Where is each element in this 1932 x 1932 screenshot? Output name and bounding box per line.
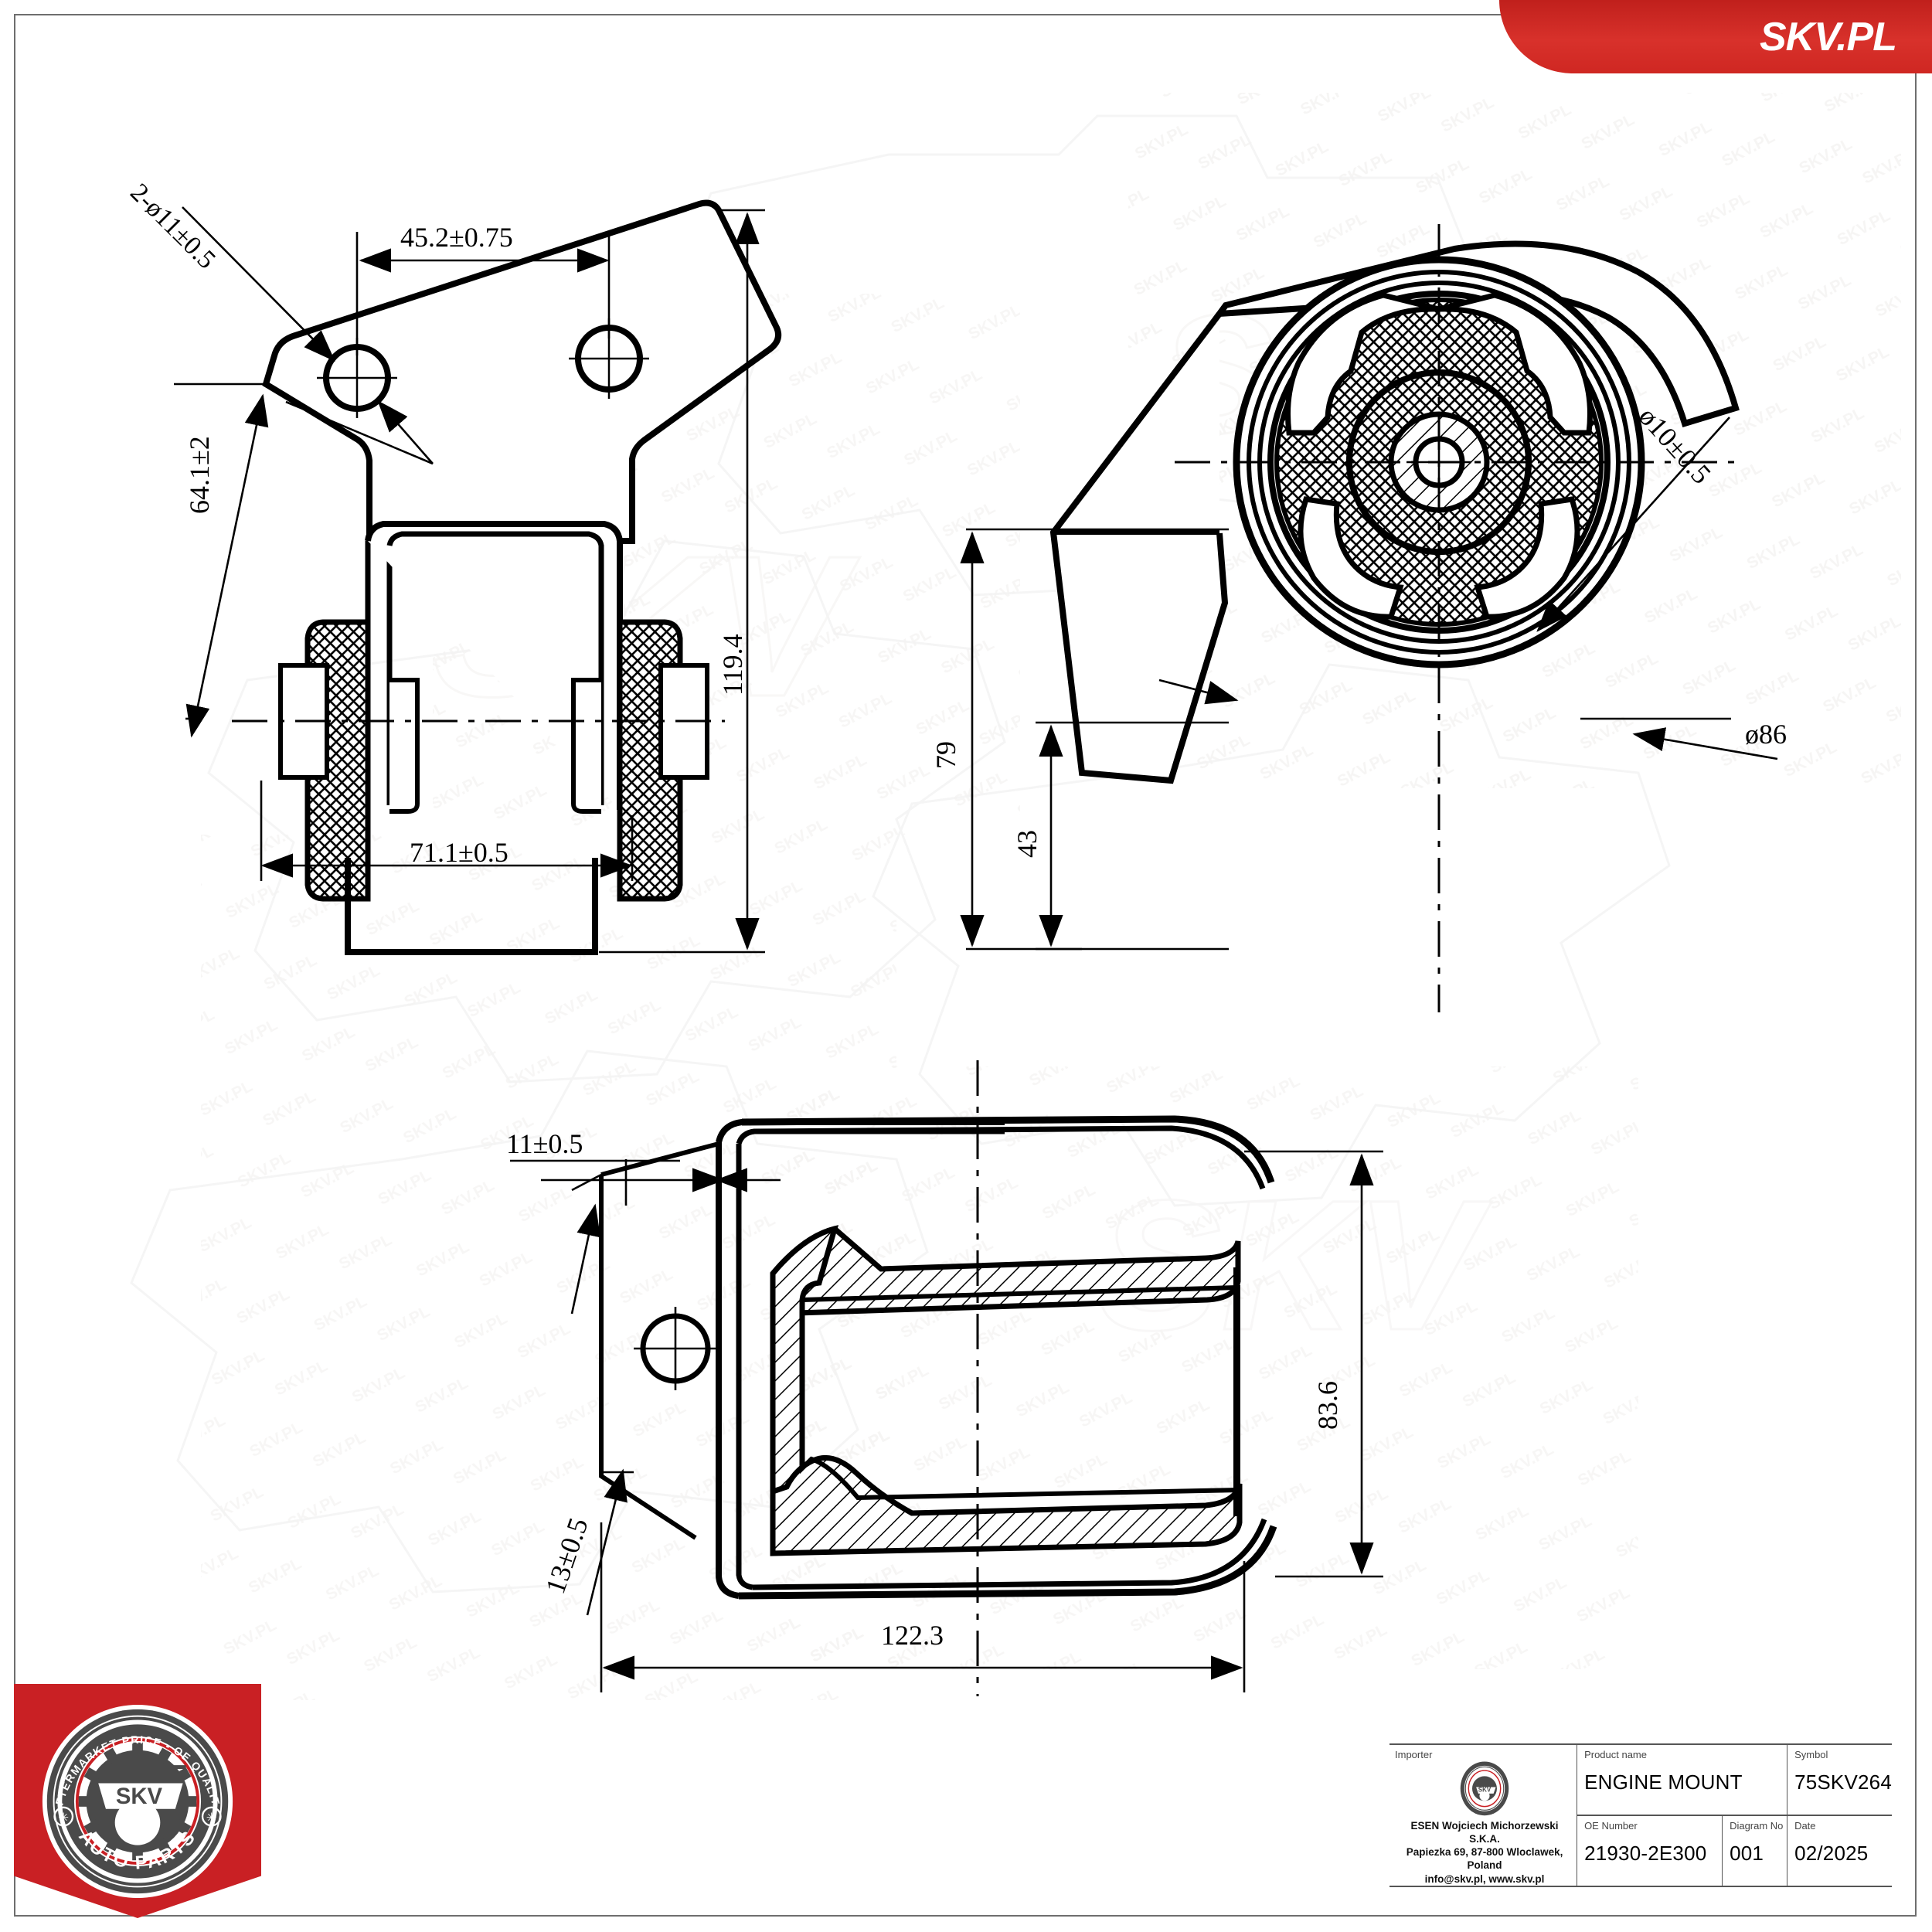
dim-43: 43 <box>1012 830 1043 858</box>
drawing-frame <box>14 14 1917 1917</box>
product-name-label: Product name <box>1584 1749 1647 1760</box>
dim-83-6: 83.6 <box>1312 1381 1343 1430</box>
dim-64-1: 64.1±2 <box>184 436 215 514</box>
dim-119-4: 119.4 <box>717 634 748 696</box>
svg-text:✳: ✳ <box>58 1810 69 1825</box>
svg-text:✳: ✳ <box>206 1810 217 1825</box>
diagram-no-value: 001 <box>1730 1842 1764 1866</box>
oe-number-value: 21930-2E300 <box>1584 1842 1707 1866</box>
skv-auto-parts-badge: SKV AFTERMARKET PRICE - OE QUALITY AUTO … <box>14 1684 261 1918</box>
oe-number-label: OE Number <box>1584 1820 1638 1832</box>
product-name-value: ENGINE MOUNT <box>1584 1770 1743 1794</box>
symbol-label: Symbol <box>1794 1749 1828 1760</box>
oe-number-cell: OE Number 21930-2E300 <box>1577 1816 1723 1886</box>
dim-dia-86: ø86 <box>1745 719 1787 750</box>
date-cell: Date 02/2025 <box>1787 1816 1892 1886</box>
importer-contact: info@skv.pl, www.skv.pl <box>1424 1872 1545 1885</box>
brand-logo-text: SKV.PL <box>1759 14 1897 60</box>
importer-address: Papiezka 69, 87-800 Wloclawek, Poland <box>1406 1846 1563 1872</box>
importer-label: Importer <box>1395 1749 1433 1760</box>
diagram-no-label: Diagram No <box>1730 1820 1784 1832</box>
title-block-row-2: OE Number 21930-2E300 Diagram No 001 Dat… <box>1577 1816 1892 1886</box>
svg-text:SKV: SKV <box>1478 1787 1492 1794</box>
product-name-cell: Product name ENGINE MOUNT <box>1577 1745 1788 1815</box>
title-block: Importer SKV ESEN Wojciech Michorzewski … <box>1389 1743 1892 1887</box>
symbol-cell: Symbol 75SKV264 <box>1787 1745 1892 1815</box>
skv-seal-mini-icon: SKV <box>1460 1761 1509 1816</box>
dim-71-1: 71.1±0.5 <box>410 837 509 868</box>
dim-11: 11±0.5 <box>506 1128 583 1159</box>
skv-header-banner: SKV.PL <box>1499 0 1932 73</box>
dim-79: 79 <box>930 741 961 769</box>
diagram-no-cell: Diagram No 001 <box>1723 1816 1788 1886</box>
title-block-fields: Product name ENGINE MOUNT Symbol 75SKV26… <box>1577 1745 1892 1886</box>
skv-auto-parts-seal-icon: SKV AFTERMARKET PRICE - OE QUALITY AUTO … <box>39 1703 233 1899</box>
date-value: 02/2025 <box>1794 1842 1869 1866</box>
dim-45-2: 45.2±0.75 <box>400 222 513 253</box>
dim-122-3: 122.3 <box>881 1620 944 1651</box>
date-label: Date <box>1794 1820 1816 1832</box>
importer-address-block: ESEN Wojciech Michorzewski S.K.A. Papiez… <box>1396 1819 1573 1886</box>
badge-center-text: SKV <box>116 1784 163 1809</box>
title-block-row-1: Product name ENGINE MOUNT Symbol 75SKV26… <box>1577 1745 1892 1816</box>
symbol-value: 75SKV264 <box>1794 1770 1892 1794</box>
title-block-importer-cell: Importer SKV ESEN Wojciech Michorzewski … <box>1389 1745 1578 1886</box>
importer-company: ESEN Wojciech Michorzewski S.K.A. <box>1410 1819 1559 1845</box>
